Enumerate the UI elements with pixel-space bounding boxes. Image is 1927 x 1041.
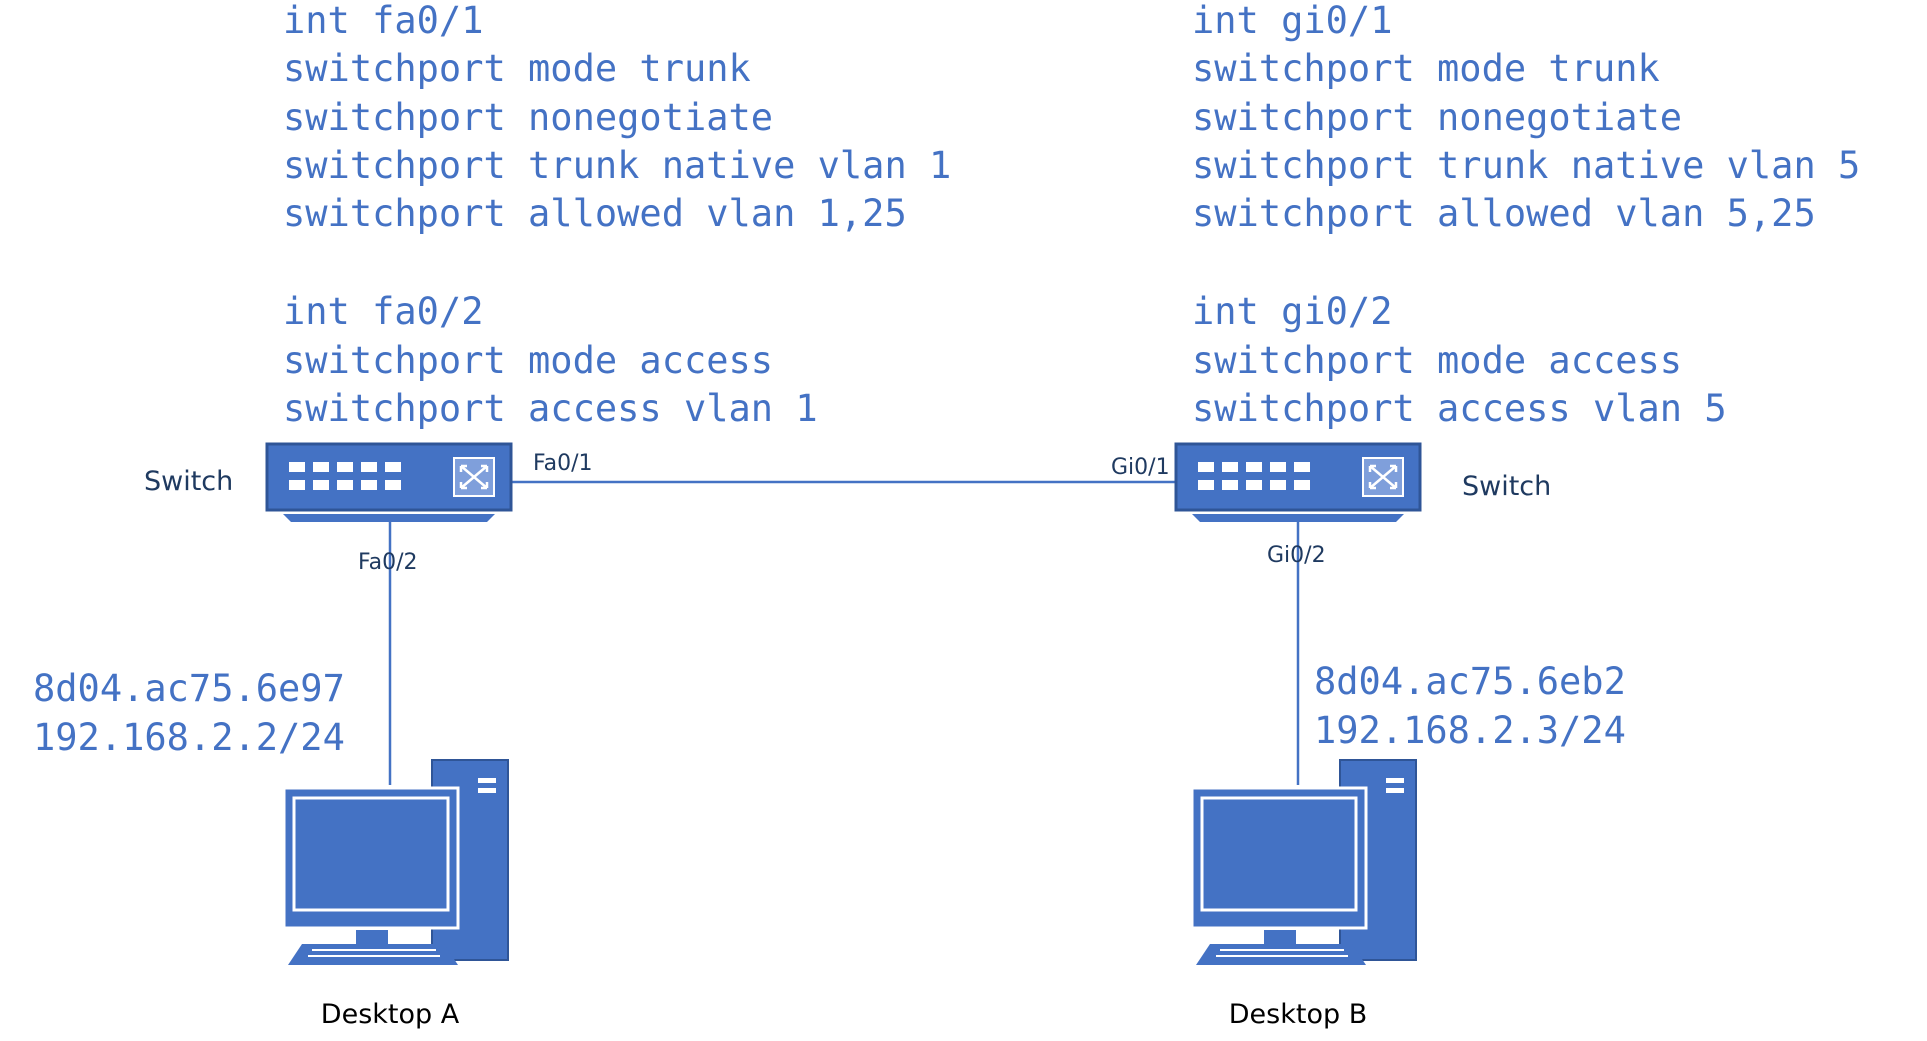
left-config-line: switchport mode trunk (283, 47, 751, 90)
left-trunk-port-label: Fa0/1 (533, 451, 593, 476)
desktop-a-icon (282, 759, 509, 965)
desktop-b-mac: 8d04.ac75.6eb2 (1314, 660, 1626, 703)
right-trunk-port-label: Gi0/1 (1111, 455, 1170, 480)
desktop-a-label: Desktop A (321, 999, 460, 1030)
right-config-line: switchport mode access (1192, 339, 1682, 382)
right-config-line: switchport mode trunk (1192, 47, 1660, 90)
desktop-a-mac: 8d04.ac75.6e97 (33, 667, 345, 710)
left-switch-icon (265, 442, 513, 522)
left-config-line: switchport trunk native vlan 1 (283, 144, 951, 187)
left-config-line: switchport access vlan 1 (283, 387, 818, 430)
right-config-line: switchport access vlan 5 (1192, 387, 1727, 430)
left-config-line: switchport mode access (283, 339, 773, 382)
desktop-a-ip: 192.168.2.2/24 (33, 716, 345, 759)
left-switch-label: Switch (144, 466, 233, 497)
right-config-line: switchport trunk native vlan 5 (1192, 144, 1860, 187)
right-config-line: switchport allowed vlan 5,25 (1192, 192, 1816, 235)
left-config-line: switchport allowed vlan 1,25 (283, 192, 907, 235)
desktop-b-label: Desktop B (1229, 999, 1367, 1030)
right-switch-icon (1174, 442, 1422, 522)
left-config-line: int fa0/1 (283, 0, 483, 42)
right-config-line: int gi0/2 (1192, 290, 1392, 333)
right-switch-label: Switch (1462, 471, 1551, 502)
right-config-line: int gi0/1 (1192, 0, 1392, 42)
desktop-b-icon (1190, 759, 1417, 965)
right-access-port-label: Gi0/2 (1267, 543, 1326, 568)
left-config-line: switchport nonegotiate (283, 96, 773, 139)
desktop-b-ip: 192.168.2.3/24 (1314, 709, 1626, 752)
left-access-port-label: Fa0/2 (358, 550, 418, 575)
right-switch-config: int gi0/1 switchport mode trunk switchpo… (1192, 0, 1860, 430)
left-switch-config: int fa0/1 switchport mode trunk switchpo… (283, 0, 951, 430)
right-config-line: switchport nonegotiate (1192, 96, 1682, 139)
left-config-line: int fa0/2 (283, 290, 483, 333)
